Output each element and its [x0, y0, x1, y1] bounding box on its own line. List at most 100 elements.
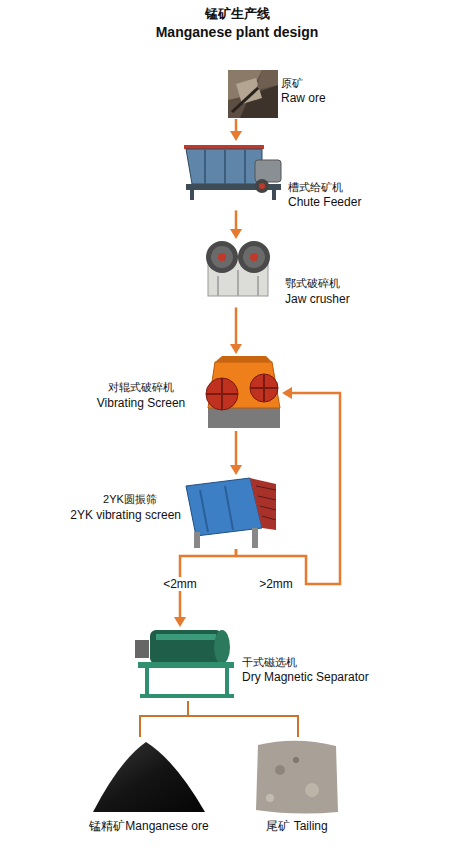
jaw-crusher-picture: [206, 241, 270, 296]
magnetic-separator-picture-part: [156, 634, 216, 640]
title-text: 锰矿生产线: [205, 6, 270, 22]
chute-feeder-picture-part: [190, 190, 194, 200]
raw-ore-photo: [228, 70, 278, 118]
product-node: 锰精矿Manganese ore: [88, 737, 209, 834]
manganese-ore-pile: [93, 742, 205, 812]
jaw-crusher-picture-part: [237, 270, 239, 296]
vibrating-screen-picture-part: [258, 496, 276, 500]
roll-crusher-picture-part: [206, 378, 238, 410]
flow-connector: [236, 387, 340, 584]
magnetic-separator-picture: [135, 630, 234, 698]
magnetic-separator-picture-part: [150, 630, 222, 664]
separator-node: 干式磁选机Dry Magnetic Separator: [132, 627, 370, 701]
jaw-crusher-node: 鄂式破碎机Jaw crusher: [203, 239, 351, 307]
roll-crusher-node: 对辊式破碎机 Vibrating Screen: [96, 354, 282, 431]
arrow-head: [282, 387, 292, 399]
chute-feeder-picture-part: [244, 150, 246, 184]
tailing-rock-part: [305, 783, 319, 797]
tailing-rock-part: [266, 794, 274, 802]
node-heading: 槽式给矿机: [288, 181, 343, 194]
chute-feeder-picture-part: [255, 160, 281, 182]
raw-ore-photo-part: [256, 70, 278, 90]
magnetic-separator-picture-part: [138, 662, 234, 668]
arrow-head: [230, 465, 242, 475]
node-subheading: Raw ore: [281, 91, 326, 105]
node-heading: 鄂式破碎机: [285, 277, 340, 290]
arrow-head: [230, 229, 242, 239]
flow-connector: [230, 307, 242, 354]
tailing-rock: [256, 741, 338, 814]
node-subheading: Vibrating Screen: [97, 396, 186, 410]
title-subtext: Manganese plant design: [156, 24, 319, 41]
feeder-node: 槽式给矿机Chute Feeder: [182, 141, 362, 210]
roll-crusher-picture-part: [250, 387, 278, 389]
vibrating-screen-picture-part: [260, 506, 276, 510]
flow-connector: [188, 701, 298, 737]
node-subheading: Dry Magnetic Separator: [242, 670, 369, 684]
raw-ore-photo-part: [236, 78, 262, 104]
raw-ore-photo-part: [232, 88, 258, 112]
connector-line: [188, 701, 298, 737]
connector-line: [236, 393, 340, 584]
node-subheading: 2YK vibrating screen: [70, 508, 181, 522]
connector-line: [235, 307, 238, 345]
connector-line: [235, 210, 238, 230]
tailing-rock-part: [293, 757, 299, 763]
roll-crusher-picture-part: [206, 393, 238, 395]
raw-ore-node: 原矿Raw ore: [227, 69, 327, 119]
connector-line: [140, 701, 188, 737]
vibrating-screen-picture-part: [262, 516, 276, 520]
chute-feeder-picture-part: [184, 145, 264, 149]
vibrating-screen-picture-part: [250, 478, 276, 530]
jaw-crusher-picture-part: [243, 246, 265, 268]
edge-label: <2mm: [161, 577, 199, 591]
vibrating-screen-picture-part: [186, 478, 262, 536]
jaw-crusher-picture-part: [250, 253, 258, 261]
roll-crusher-picture-part: [250, 374, 278, 402]
node-heading: 锰精矿Manganese ore: [89, 819, 208, 833]
node-heading: 对辊式破碎机: [108, 381, 174, 394]
node-heading: 2YK圆振筛: [103, 493, 157, 506]
vibrating-screen-picture: [186, 478, 276, 548]
magnetic-separator-picture-part: [140, 694, 234, 698]
arrow-head: [230, 131, 242, 141]
chute-feeder-picture-part: [204, 150, 206, 184]
arrow-head: [174, 617, 186, 627]
chute-feeder-picture-part: [186, 149, 262, 184]
vibrating-screen-picture-part: [194, 532, 200, 548]
manganese-ore-pile-part: [93, 742, 205, 812]
connector-line: [235, 431, 238, 466]
jaw-crusher-picture-part: [218, 253, 226, 261]
roll-crusher-picture-part: [215, 356, 272, 362]
jaw-crusher-picture-part: [206, 241, 238, 273]
flow-connector: [230, 431, 242, 475]
chute-feeder-picture-part: [272, 190, 276, 200]
node-heading: 原矿: [281, 77, 303, 90]
tailing-rock-part: [275, 765, 285, 775]
flow-connector: [230, 119, 242, 141]
chute-feeder-picture-part: [255, 179, 269, 193]
roll-crusher-picture-part: [208, 408, 280, 428]
vibrating-screen-picture-part: [252, 528, 258, 548]
chute-feeder-picture-part: [224, 150, 226, 184]
chute-feeder-picture: [184, 145, 281, 200]
vibrating-screen-picture-part: [200, 490, 208, 532]
jaw-crusher-picture-part: [217, 276, 219, 296]
tailing-rock-part: [256, 741, 338, 814]
tailing-node: 尾矿 Tailing: [255, 737, 339, 834]
magnetic-separator-picture-part: [214, 630, 230, 664]
roll-crusher-picture: [206, 356, 280, 428]
vibrating-screen-picture-part: [256, 486, 276, 490]
magnetic-separator-picture-part: [225, 668, 229, 696]
screen-node: 2YK圆振筛 2YK vibrating screen: [69, 475, 278, 549]
magnetic-separator-picture-part: [135, 640, 149, 658]
node-heading: 尾矿 Tailing: [266, 819, 327, 833]
jaw-crusher-picture-part: [238, 241, 270, 273]
flow-connector: [140, 701, 188, 737]
edge-label: >2mm: [257, 577, 295, 591]
magnetic-separator-picture-part: [145, 668, 149, 696]
node-heading: 干式磁选机: [242, 656, 297, 669]
connector-line: [235, 119, 238, 132]
vibrating-screen-picture-part: [225, 486, 233, 530]
